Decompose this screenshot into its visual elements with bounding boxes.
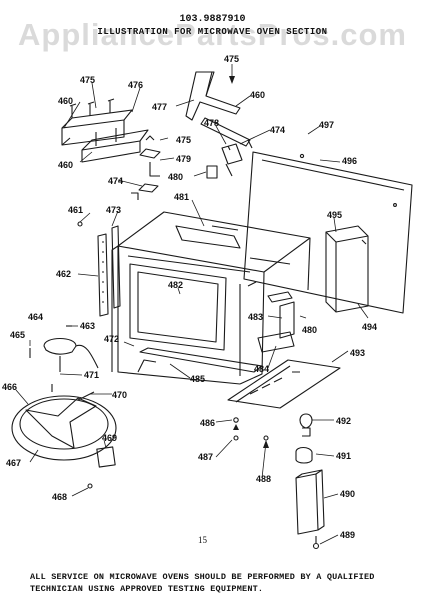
model-number: 103.9887910 [179, 14, 246, 25]
part-label-p469: 469 [102, 433, 117, 443]
part-label-p474b: 474 [108, 176, 123, 186]
part-label-p481: 481 [174, 192, 189, 202]
part-label-p460a: 460 [58, 96, 73, 106]
part-label-p461: 461 [68, 205, 83, 215]
part-label-p495: 495 [327, 210, 342, 220]
part-label-p486: 486 [200, 418, 215, 428]
service-notice-line-2: TECHNICIAN USING APPROVED TESTING EQUIPM… [30, 584, 264, 594]
part-label-p497: 497 [319, 120, 334, 130]
top-middle-bars [185, 71, 253, 149]
side-brackets [247, 281, 295, 353]
part-label-p470: 470 [112, 390, 127, 400]
part-label-p480b: 480 [302, 325, 317, 335]
part-label-p491: 491 [336, 451, 351, 461]
part-label-p465: 465 [10, 330, 25, 340]
top-left-bracket-assembly [61, 98, 149, 163]
part-label-p493: 493 [350, 348, 365, 358]
lamp-and-transformer [295, 413, 325, 550]
part-label-p475c: 475 [176, 135, 191, 145]
service-notice-line-1: ALL SERVICE ON MICROWAVE OVENS SHOULD BE… [30, 572, 375, 582]
stirrer-assembly [11, 337, 117, 461]
part-label-p488: 488 [256, 474, 271, 484]
part-label-p475a: 475 [80, 75, 95, 85]
part-label-p473: 473 [106, 205, 121, 215]
back-panel [243, 151, 413, 314]
part-label-p490: 490 [340, 489, 355, 499]
part-label-p496: 496 [342, 156, 357, 166]
part-label-p494: 494 [362, 322, 377, 332]
part-label-p467: 467 [6, 458, 21, 468]
cover-panel [325, 225, 369, 313]
small-hardware [131, 135, 243, 200]
page-number: 15 [198, 535, 207, 545]
part-label-p464: 464 [28, 312, 43, 322]
base-plate [137, 347, 263, 373]
part-label-p460b: 460 [250, 90, 265, 100]
part-label-p476: 476 [128, 80, 143, 90]
bottom-plate [227, 359, 341, 409]
part-label-p475b: 475 [224, 54, 239, 64]
diagram-title: ILLUSTRATION FOR MICROWAVE OVEN SECTION [97, 27, 328, 37]
part-label-p480a: 480 [168, 172, 183, 182]
part-label-p463: 463 [80, 321, 95, 331]
part-label-p468: 468 [52, 492, 67, 502]
hinge-strip [97, 225, 121, 317]
part-label-p474a: 474 [270, 125, 285, 135]
part-label-p483: 483 [248, 312, 263, 322]
part-label-p492: 492 [336, 416, 351, 426]
part-label-p471: 471 [84, 370, 99, 380]
part-label-p484: 484 [254, 364, 269, 374]
filter-pad [96, 446, 116, 468]
part-label-p466: 466 [2, 382, 17, 392]
part-label-p460c: 460 [58, 160, 73, 170]
part-label-p477: 477 [152, 102, 167, 112]
part-label-p478: 478 [204, 118, 219, 128]
oven-cavity [111, 211, 311, 385]
watermark: AppliancePartsPros.com [18, 17, 407, 52]
part-label-p462: 462 [56, 269, 71, 279]
part-label-p485: 485 [190, 374, 205, 384]
part-label-p482: 482 [168, 280, 183, 290]
part-label-p487: 487 [198, 452, 213, 462]
part-label-p479: 479 [176, 154, 191, 164]
part-label-p489: 489 [340, 530, 355, 540]
part-label-p472: 472 [104, 334, 119, 344]
